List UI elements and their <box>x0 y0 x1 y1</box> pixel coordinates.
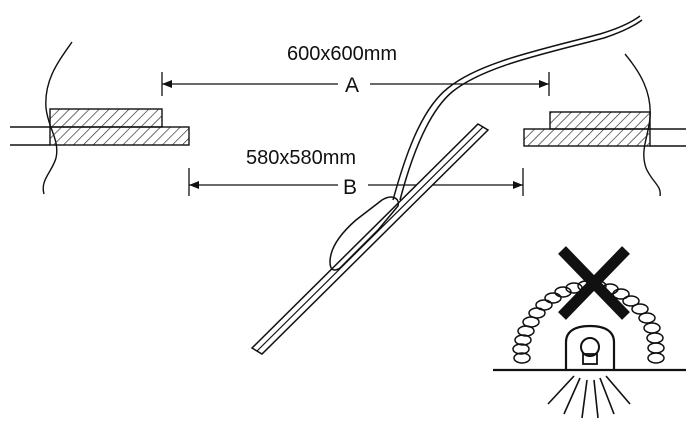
dimension-a-value: 600x600mm <box>287 43 397 65</box>
dimension-a-letter: A <box>345 74 359 97</box>
dimension-a-arrow-right <box>539 80 549 88</box>
dimension-b-arrow-right <box>513 181 523 189</box>
dimension-b-arrow-left <box>189 181 199 189</box>
dimension-b: 580x580mm B <box>188 147 524 199</box>
ceiling-section-left <box>10 41 190 195</box>
dimension-a-arrow-left <box>162 80 172 88</box>
driver-box <box>329 196 400 271</box>
dimension-b-letter: B <box>343 176 357 199</box>
led-panel-tilted <box>250 15 643 355</box>
dimension-a: 600x600mm A <box>161 43 550 97</box>
prohibition-x-icon <box>558 246 630 320</box>
ceiling-section-right <box>523 53 686 197</box>
no-insulation-cover-icon <box>493 246 686 419</box>
power-cable <box>392 15 641 201</box>
dimension-b-value: 580x580mm <box>246 147 356 169</box>
